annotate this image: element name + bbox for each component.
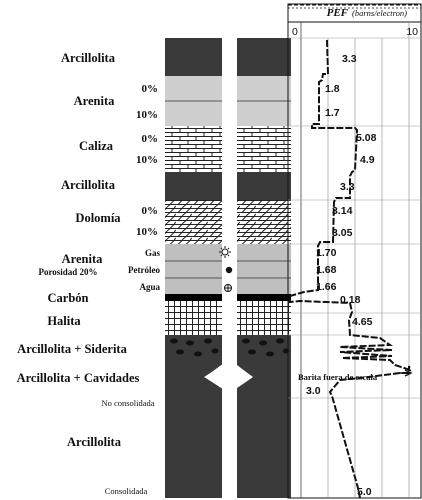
lithology-labels: Arcillolita Arenita 0% 10% Caliza 0% 10%… — [17, 51, 161, 496]
label-gas: Gas — [145, 248, 161, 258]
right-column — [237, 38, 291, 498]
label-dolomia-10pct: 10% — [136, 226, 158, 238]
pef-curve — [289, 39, 412, 499]
siderite-nodules — [170, 338, 289, 357]
pef-value: 3.14 — [332, 205, 353, 217]
sun-icon — [219, 246, 231, 258]
label-arenita-1: Arenita — [74, 94, 115, 108]
label-arenita-10pct: 10% — [136, 109, 158, 121]
track-frame — [287, 3, 422, 499]
layer-arcillolita-mid — [165, 172, 222, 200]
pef-value: 3.0 — [306, 385, 321, 397]
layer-arcillolita-bottom — [165, 360, 222, 498]
pef-value: 1.68 — [316, 264, 337, 276]
pef-value: 0.18 — [340, 294, 361, 306]
label-arcillolita-2: Arcillolita — [61, 178, 116, 192]
pef-value: 3.3 — [342, 53, 357, 65]
label-arenita-0pct: 0% — [142, 83, 159, 95]
layer-arenita-porosa — [165, 244, 222, 294]
arrow-right-icon — [400, 369, 413, 377]
label-dolomia-0pct: 0% — [142, 205, 159, 217]
label-caliza-10pct: 10% — [136, 154, 158, 166]
layer-arcillolita-top — [165, 38, 222, 76]
tick-10: 10 — [406, 26, 418, 38]
label-carbon: Carbón — [48, 291, 89, 305]
pef-value: 4.9 — [360, 154, 375, 166]
label-arcillolita-1: Arcillolita — [61, 51, 116, 65]
label-dolomia: Dolomía — [75, 211, 121, 225]
label-petroleo: Petróleo — [128, 265, 160, 275]
label-porosidad: Porosidad 20% — [38, 267, 97, 277]
label-arcillolita-cavidades: Arcillolita + Cavidades — [17, 371, 140, 385]
label-arenita-2: Arenita — [62, 252, 103, 266]
axis-title: PEF — [327, 7, 349, 19]
label-arcillolita-siderita: Arcillolita + Siderita — [17, 342, 127, 356]
pef-value: 1.70 — [316, 247, 337, 259]
pef-value: 1.8 — [325, 83, 340, 95]
layer-carbon — [165, 294, 222, 301]
left-column — [165, 38, 222, 498]
filled-dot-icon — [225, 266, 233, 274]
label-no-consolidada: No consolidada — [101, 398, 154, 408]
pef-value: 4.65 — [352, 316, 373, 328]
layer-caliza — [165, 126, 222, 172]
pef-value: 3.3 — [340, 181, 355, 193]
label-halita: Halita — [47, 314, 81, 328]
pef-value: 5.0 — [357, 486, 372, 498]
label-caliza-0pct: 0% — [142, 133, 159, 145]
pef-value-labels: 3.3 1.8 1.7 5.08 4.9 3.3 3.14 3.05 1.70 … — [306, 53, 377, 498]
axis-unit: (barns/electron) — [352, 8, 407, 18]
pef-value: 1.66 — [316, 281, 337, 293]
layer-dolomia — [165, 200, 222, 244]
label-arcillolita-3: Arcillolita — [67, 435, 122, 449]
tick-0: 0 — [292, 26, 298, 38]
layer-halita — [165, 301, 222, 335]
pef-value: 3.05 — [332, 227, 353, 239]
lithology-column — [165, 38, 291, 498]
label-caliza: Caliza — [79, 139, 114, 153]
circle-plus-icon — [224, 284, 232, 292]
label-agua: Agua — [139, 282, 160, 292]
fluid-symbols — [219, 246, 233, 292]
barita-annotation: Barita fuera de escala — [298, 372, 378, 382]
pef-track: PEF (barns/electron) 0 10 3.3 1.8 1.7 5.… — [287, 3, 422, 499]
pef-value: 1.7 — [325, 107, 340, 119]
pef-value: 5.08 — [356, 132, 377, 144]
label-consolidada: Consolidada — [105, 486, 148, 496]
